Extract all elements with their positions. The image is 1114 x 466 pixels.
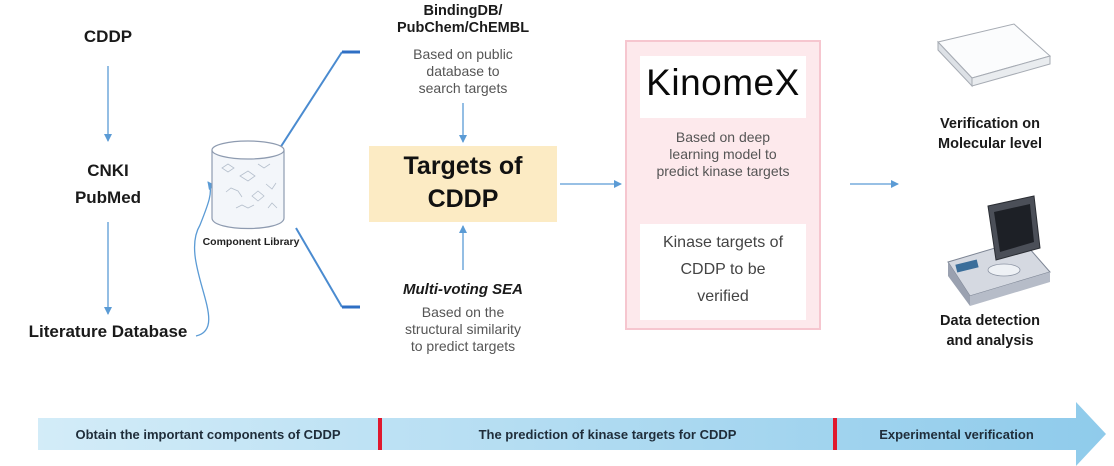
arrow-literature-to-library (193, 181, 216, 337)
data-detection-line2: and analysis (946, 333, 1034, 349)
targets-box (369, 146, 557, 222)
timeline-divider-2 (833, 418, 837, 450)
sea-desc-line1: Based on the (421, 304, 505, 320)
targets-title: Targets of CDDP (369, 150, 557, 216)
kinase-result-text: Kinase targets of CDDP to be verified (640, 229, 806, 310)
source-cddp: CDDP (83, 27, 133, 46)
source-cnki: CNKI (87, 161, 129, 180)
db-search-title-line2: PubChem/ChEMBL (396, 20, 530, 36)
db-search-title-line1: BindingDB/ (423, 3, 503, 19)
sea-desc-line2: structural similarity (405, 321, 521, 337)
data-detection-label: Data detection and analysis (910, 311, 1070, 351)
kinase-result-line3: verified (697, 288, 749, 305)
kinomex-desc-line1: Based on deep (675, 129, 771, 145)
branch-library-to-db (279, 51, 343, 149)
verification-molecular-label: Verification on Molecular level (910, 114, 1070, 154)
branch-library-to-sea (295, 227, 343, 308)
kinase-result-line1: Kinase targets of (662, 234, 784, 251)
data-detection-line1: Data detection (940, 313, 1040, 329)
db-search-desc-line3: search targets (418, 80, 508, 96)
source-literature-database: Literature Database (28, 322, 188, 341)
db-search-desc-line2: database to (426, 63, 500, 79)
kinase-result-line2: CDDP to be (680, 261, 766, 278)
kinomex-title-box (640, 56, 806, 118)
source-pubmed: PubMed (74, 188, 142, 207)
plate-reader-icon (947, 195, 1051, 306)
kinase-result-box (640, 224, 806, 320)
targets-line2: CDDP (427, 185, 499, 213)
timeline-arrow (38, 402, 1106, 466)
kinomex-title: KinomeX (646, 62, 800, 103)
db-search-description: Based on public database to search targe… (374, 46, 552, 97)
microplate-icon (937, 23, 1052, 88)
targets-line1: Targets of (403, 152, 523, 180)
verification-molecular-line2: Molecular level (938, 136, 1042, 152)
timeline-stage-1: Obtain the important components of CDDP (75, 427, 341, 442)
timeline-stage-2: The prediction of kinase targets for CDD… (478, 427, 737, 442)
database-cylinder-icon (211, 140, 285, 230)
kinomex-desc-line2: learning model to (669, 146, 777, 162)
sea-desc-line3: to predict targets (410, 338, 516, 354)
sea-title: Multi-voting SEA (403, 281, 523, 298)
db-search-title: BindingDB/ PubChem/ChEMBL (374, 3, 552, 37)
db-search-desc-line1: Based on public (413, 46, 513, 62)
timeline-stage-3: Experimental verification (879, 427, 1034, 442)
kinomex-description: Based on deep learning model to predict … (632, 129, 814, 180)
component-library-label: Component Library (202, 236, 300, 248)
verification-molecular-line1: Verification on (940, 116, 1040, 132)
sea-description: Based on the structural similarity to pr… (368, 304, 558, 355)
kinomex-desc-line3: predict kinase targets (656, 163, 790, 179)
timeline-divider-1 (378, 418, 382, 450)
